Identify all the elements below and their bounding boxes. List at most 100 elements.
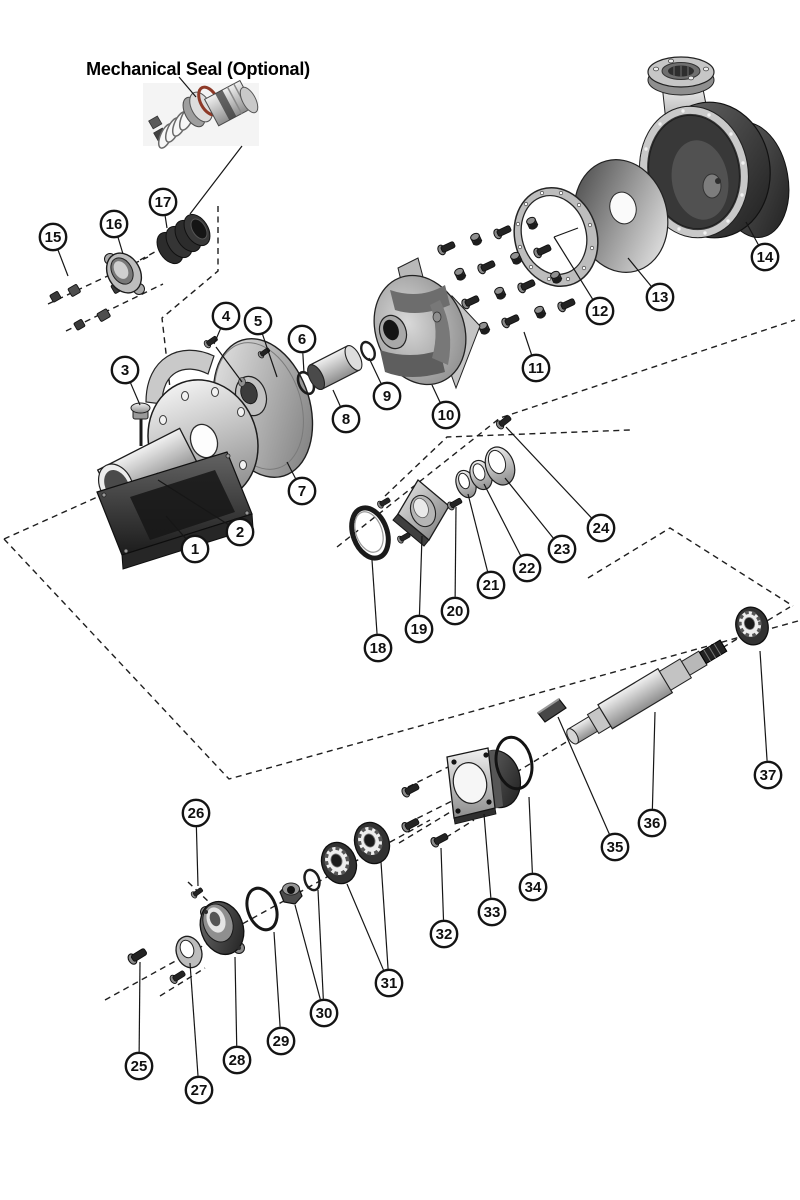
callout-circle-19 (404, 614, 434, 644)
extra-leader-0 (178, 76, 197, 98)
part-33-bearing-housing-graphic (446, 747, 522, 825)
callout-number-30: 30 (316, 1005, 333, 1022)
part-36-shaft-graphic (566, 639, 728, 745)
callout-9: 9 (372, 381, 402, 411)
callout-number-3: 3 (121, 362, 129, 379)
callout-number-25: 25 (131, 1058, 148, 1075)
callout-circle-10 (431, 400, 461, 430)
callout-1: 1 (180, 534, 210, 564)
leader-line-34 (528, 796, 533, 873)
callout-number-17: 17 (155, 194, 172, 211)
leader-line-15 (57, 250, 69, 277)
part-16-gland-graphic (104, 252, 145, 295)
callout-17: 17 (148, 187, 178, 217)
part-18-oring-graphic (349, 505, 391, 561)
callout-number-18: 18 (370, 640, 387, 657)
callout-circle-7 (287, 476, 317, 506)
leader-line-8 (332, 389, 341, 407)
leader-line-37 (759, 650, 768, 761)
callout-number-15: 15 (45, 229, 62, 246)
callout-number-2: 2 (236, 524, 244, 541)
callout-number-27: 27 (191, 1082, 208, 1099)
callout-circle-11 (521, 353, 551, 383)
callout-23: 23 (547, 534, 577, 564)
callout-number-32: 32 (436, 926, 453, 943)
leader-line-30 (294, 904, 321, 1000)
mechanical-seal-label: Mechanical Seal (Optional) (86, 59, 310, 79)
callout-number-9: 9 (383, 388, 391, 405)
leader-line-4 (213, 328, 221, 345)
callout-19: 19 (404, 614, 434, 644)
callout-28: 28 (222, 1045, 252, 1075)
part-28-bearing-cap-graphic (199, 900, 245, 956)
callout-circle-4 (211, 301, 241, 331)
callout-27: 27 (184, 1075, 214, 1105)
leader-line-24 (505, 426, 592, 519)
part-15-hardware-graphic (49, 280, 125, 331)
leader-line-16 (117, 237, 124, 255)
part-30-locknut-graphic (279, 868, 321, 905)
leader-line-29 (273, 931, 281, 1027)
leader-line-1 (165, 515, 187, 539)
part-27-washer-graphic (175, 935, 203, 969)
callout-circle-34 (518, 872, 548, 902)
callout-number-14: 14 (757, 249, 774, 266)
callout-circle-25 (124, 1051, 154, 1081)
part-17-packing-rings-graphic (156, 213, 211, 265)
callout-circle-31 (374, 968, 404, 998)
leader-line-2 (157, 479, 229, 525)
callout-number-37: 37 (760, 767, 777, 784)
callout-11: 11 (521, 353, 551, 383)
callout-16: 16 (99, 209, 129, 239)
callout-30: 30 (309, 998, 339, 1028)
callout-number-5: 5 (254, 313, 262, 330)
callout-24: 24 (586, 513, 616, 543)
callout-34: 34 (518, 872, 548, 902)
leader-line-22 (483, 483, 522, 556)
part-29-oring-graphic (245, 886, 279, 932)
leader-line-5 (261, 334, 278, 378)
callout-circle-28 (222, 1045, 252, 1075)
part-23-seal-washer-graphic (484, 446, 516, 486)
part-32-screws-graphic (399, 780, 451, 849)
callout-number-36: 36 (644, 815, 661, 832)
callout-circle-27 (184, 1075, 214, 1105)
callout-12: 12 (585, 296, 615, 326)
callout-circle-20 (440, 596, 470, 626)
leader-line-9 (368, 357, 382, 384)
leader-line-23 (504, 477, 554, 539)
leader-line-7 (286, 461, 297, 479)
callout-4: 4 (211, 301, 241, 331)
callout-circle-33 (477, 897, 507, 927)
callout-35: 35 (600, 832, 630, 862)
callout-circle-13 (645, 282, 675, 312)
callout-number-23: 23 (554, 541, 571, 558)
callout-circle-15 (38, 222, 68, 252)
leader-line-30 (317, 889, 324, 999)
callout-circle-32 (429, 919, 459, 949)
leader-line-17 (164, 215, 168, 229)
leader-line-31 (380, 861, 389, 969)
callout-25: 25 (124, 1051, 154, 1081)
callout-circle-29 (266, 1026, 296, 1056)
callout-circle-1 (180, 534, 210, 564)
callout-number-33: 33 (484, 904, 501, 921)
callout-number-20: 20 (447, 603, 464, 620)
callout-circle-9 (372, 381, 402, 411)
callout-circle-36 (637, 808, 667, 838)
part-20-screw-graphic (445, 495, 464, 512)
leader-line-3 (130, 382, 141, 406)
callout-circle-21 (476, 570, 506, 600)
part-34-oring-graphic (494, 735, 534, 791)
leader-line-25 (138, 961, 141, 1052)
leader-line-26 (195, 827, 199, 887)
callout-circle-22 (512, 553, 542, 583)
leader-line-11 (523, 331, 533, 355)
leader-line-28 (234, 956, 238, 1046)
callout-8: 8 (331, 404, 361, 434)
callout-circle-24 (586, 513, 616, 543)
callout-circle-3 (110, 355, 140, 385)
callout-number-28: 28 (229, 1052, 246, 1069)
callout-number-26: 26 (188, 805, 205, 822)
